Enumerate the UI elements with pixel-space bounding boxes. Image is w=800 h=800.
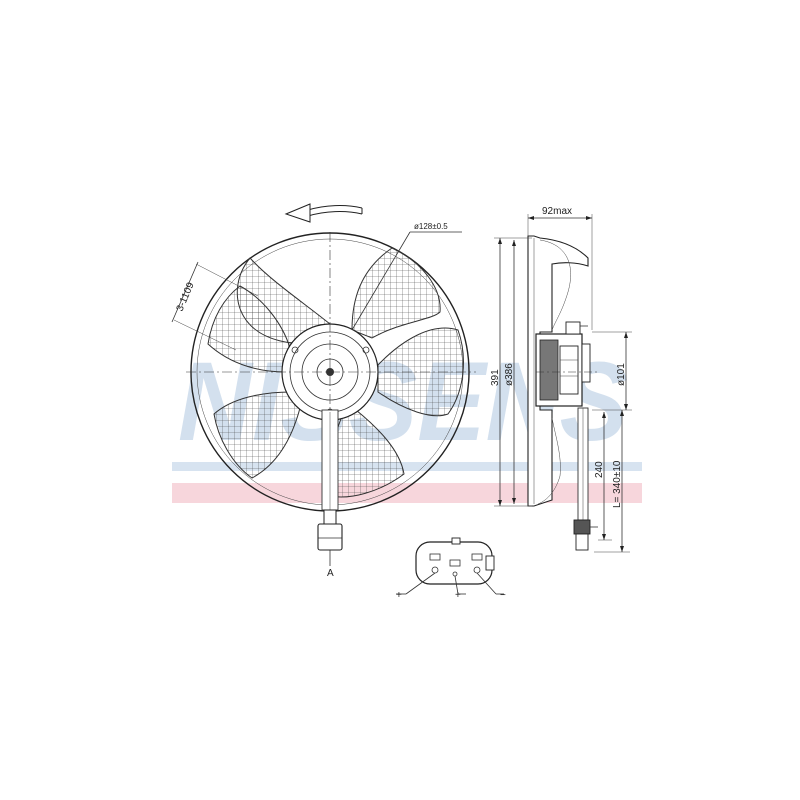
cable-length-dimension: 240: [594, 412, 612, 541]
watermark-band-blue: [172, 462, 642, 471]
side-view: 92max 391 ø386 ø101: [490, 206, 632, 553]
fan-blade: [351, 247, 441, 339]
outer-height-label: 391: [490, 369, 501, 386]
hub-diameter-callout: ø128±0.5: [351, 222, 462, 331]
side-cable: [573, 407, 598, 551]
pin-label-negative: −: [500, 590, 506, 601]
total-length-label: L= 340±10: [612, 460, 623, 508]
depth-label: 92max: [542, 206, 572, 217]
fan-blade: [207, 285, 291, 373]
side-motor: [535, 321, 600, 407]
fan-blade: [213, 391, 301, 479]
pin-label-positive-1: +: [396, 590, 402, 601]
outer-height-dimension: 391: [490, 237, 532, 507]
front-connector: [317, 509, 343, 566]
connector-body: [415, 541, 493, 585]
connector-pin-view: + + −: [396, 537, 506, 601]
connector-pin: [471, 553, 483, 561]
fan-diameter-dimension: ø386: [504, 240, 516, 504]
view-label-a: A: [327, 568, 334, 579]
depth-dimension: 92max: [527, 206, 593, 330]
hub-mount-hole: [291, 346, 299, 354]
motor-diameter-dimension: ø101: [592, 331, 632, 411]
front-view: A ø128±0.5 3-1109: [171, 203, 476, 579]
pin-label-positive-2: +: [455, 590, 461, 601]
connector-pin: [429, 553, 441, 561]
mount-spacing-label: 3-1109: [175, 280, 197, 313]
watermark-band-red: [172, 483, 642, 503]
hub-mount-hole: [362, 346, 370, 354]
rotation-arrow-icon: [284, 203, 363, 223]
total-length-dimension: L= 340±10: [594, 410, 630, 553]
motor-diameter-label: ø101: [616, 363, 627, 386]
fan-diameter-label: ø386: [504, 363, 515, 386]
connector-pin: [449, 559, 461, 567]
cable-length-label: 240: [594, 461, 605, 478]
hub-diameter-label: ø128±0.5: [414, 222, 448, 231]
